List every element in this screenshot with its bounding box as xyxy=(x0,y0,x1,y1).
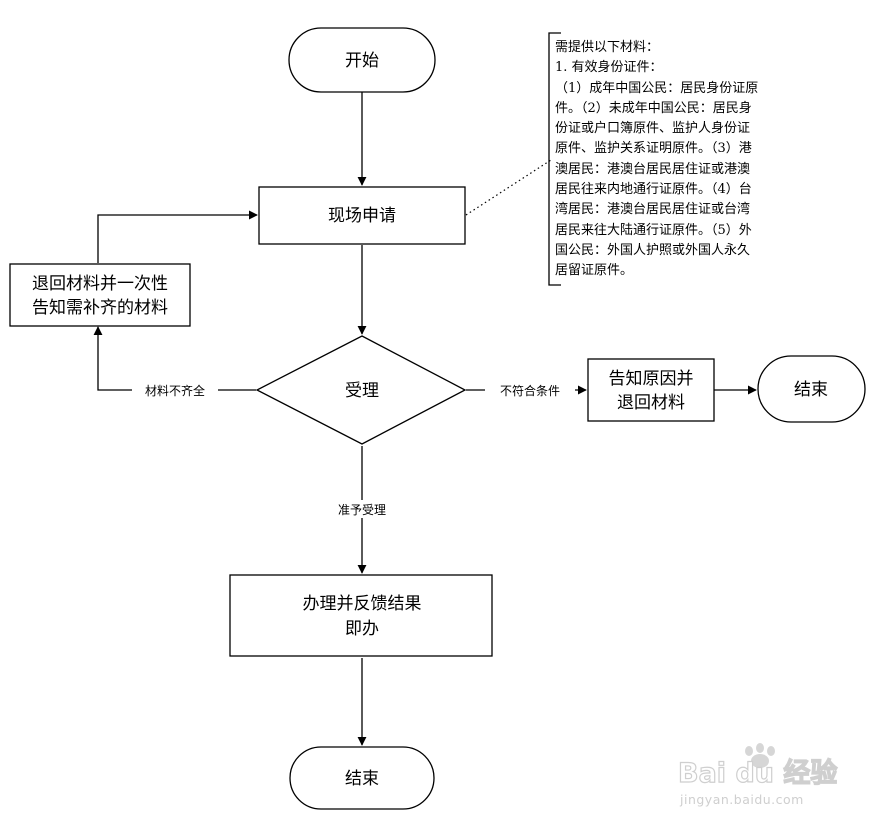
node-apply-label: 现场申请 xyxy=(328,206,396,226)
note-line: 居民往来内地通行证原件。（4）台 xyxy=(555,182,752,198)
note-line: 原件、监护关系证明原件。（3）港 xyxy=(555,141,752,157)
note-bracket xyxy=(548,32,561,286)
edge-label-accepted-group: 准予受理 xyxy=(322,500,402,518)
node-apply: 现场申请 xyxy=(258,186,466,245)
baidu-jingyan-watermark: Bai du 经验 jingyan.baidu.com xyxy=(677,743,838,807)
note-connector xyxy=(465,159,552,216)
node-end-right: 结束 xyxy=(757,355,866,423)
note-line: 国公民：外国人护照或外国人永久 xyxy=(555,242,751,258)
node-start: 开始 xyxy=(288,27,436,93)
edge-label-not-qualified-group: 不符合条件 xyxy=(485,381,575,399)
node-start-label: 开始 xyxy=(345,51,379,71)
node-reject: 告知原因并 退回材料 xyxy=(587,358,715,422)
note-line: 份证或户口簿原件、监护人身份证 xyxy=(555,121,751,137)
node-accept-label: 受理 xyxy=(345,381,379,401)
node-return-materials-line2: 告知需补齐的材料 xyxy=(32,298,168,318)
watermark-url: jingyan.baidu.com xyxy=(679,792,804,807)
note-line: 居留证原件。 xyxy=(555,263,634,279)
materials-note: 需提供以下材料： 1. 有效身份证件： （1）成年中国公民：居民身份证原 件。（… xyxy=(555,38,783,282)
node-accept: 受理 xyxy=(255,335,467,445)
node-process: 办理并反馈结果 即办 xyxy=(229,574,493,657)
edge-return-to-apply xyxy=(97,210,258,263)
node-end-bottom: 结束 xyxy=(289,746,435,810)
note-line: （1）成年中国公民：居民身份证原 xyxy=(555,80,759,96)
node-reject-line2: 退回材料 xyxy=(617,393,685,413)
note-line: 居民来往大陆通行证原件。（5）外 xyxy=(555,222,752,238)
note-line: 湾居民：港澳台居民居住证或台湾 xyxy=(555,202,751,218)
edge-label-accepted: 准予受理 xyxy=(338,503,386,517)
node-process-line1: 办理并反馈结果 xyxy=(303,594,422,614)
node-process-line2: 即办 xyxy=(345,619,379,639)
note-line: 澳居民：港澳台居民居住证或港澳 xyxy=(555,161,751,177)
node-return-materials-line1: 退回材料并一次性 xyxy=(32,274,168,294)
edge-label-not-qualified: 不符合条件 xyxy=(500,383,560,398)
note-line: 件。（2）未成年中国公民：居民身 xyxy=(555,100,752,116)
edge-accept-to-return xyxy=(93,326,256,391)
node-return-materials: 退回材料并一次性 告知需补齐的材料 xyxy=(9,263,191,327)
node-reject-line1: 告知原因并 xyxy=(609,369,694,389)
watermark-brand: Bai du 经验 xyxy=(678,757,837,789)
edge-label-incomplete-group: 材料不齐全 xyxy=(132,381,218,399)
node-end-bottom-label: 结束 xyxy=(345,769,379,789)
node-end-right-label: 结束 xyxy=(794,380,828,400)
edge-label-incomplete: 材料不齐全 xyxy=(145,383,205,398)
note-line: 1. 有效身份证件： xyxy=(555,60,663,76)
baidu-paw-icon xyxy=(745,743,775,768)
note-line: 需提供以下材料： xyxy=(555,40,660,55)
